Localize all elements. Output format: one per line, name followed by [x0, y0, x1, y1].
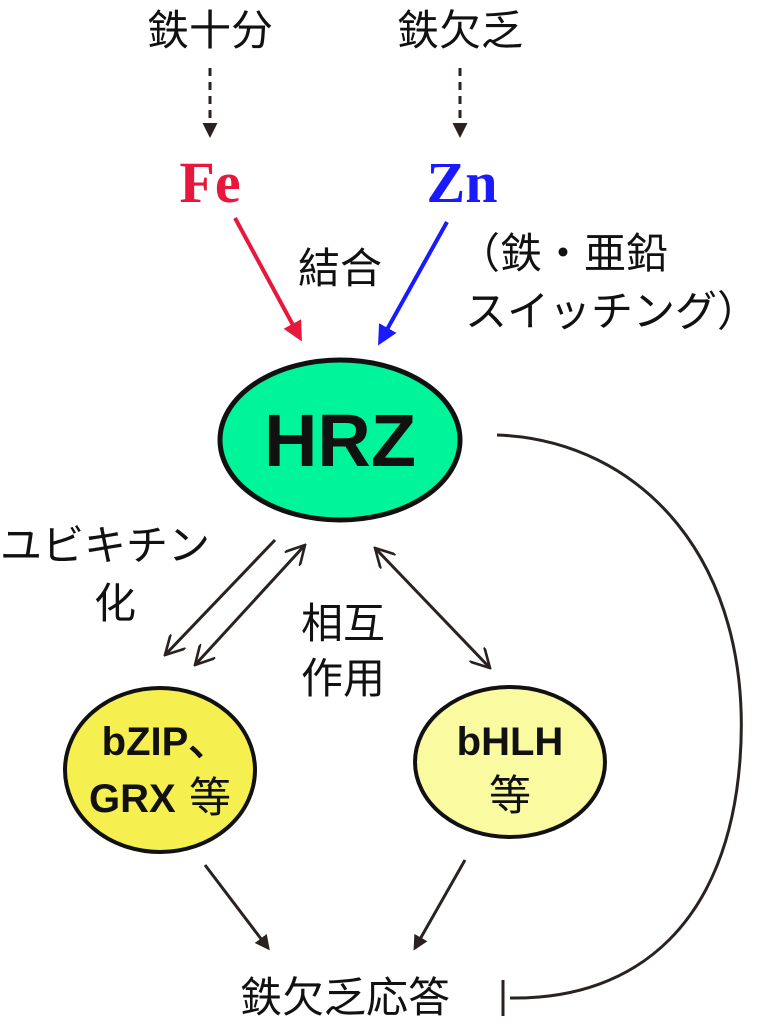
- interaction-arrow-bzip: [195, 545, 305, 665]
- interaction-line2: 作用: [301, 654, 385, 703]
- interaction-line1: 相互: [301, 599, 385, 648]
- bhlh-node: [413, 685, 607, 839]
- binding-label: 結合: [298, 244, 382, 293]
- grx-suffix: 等: [176, 773, 231, 822]
- bzip-response-arrow: [203, 864, 270, 951]
- fe-label: Fe: [179, 150, 240, 215]
- hrz-node: [217, 357, 463, 523]
- switching-note-line2: スイッチング）: [465, 287, 759, 336]
- ubiquitination-line2: 化: [94, 579, 136, 628]
- bhlh-label: bHLH: [457, 720, 564, 764]
- inhibition-curve: [496, 433, 743, 1000]
- bzip-label: bZIP、: [102, 720, 229, 764]
- hrz-label: HRZ: [264, 399, 416, 482]
- fe-binding-arrow: [233, 217, 302, 342]
- iron-deficient-label: 鉄欠乏: [397, 6, 523, 55]
- ubiquitination-line1: ユビキチン: [0, 521, 210, 570]
- interaction-arrow-bhlh: [375, 548, 490, 668]
- zn-label: Zn: [427, 150, 498, 215]
- bhlh-suffix: 等: [489, 771, 531, 820]
- zn-binding-arrow: [378, 221, 449, 346]
- grx-text: GRX: [89, 777, 176, 821]
- bzip-node: [63, 686, 257, 854]
- grx-label: GRX 等: [89, 773, 231, 822]
- switching-note-line1: （鉄・亜鉛: [458, 229, 668, 278]
- iron-deficiency-response-label: 鉄欠乏応答: [240, 973, 450, 1022]
- bhlh-response-arrow: [413, 859, 467, 951]
- iron-sufficient-label: 鉄十分: [147, 6, 273, 55]
